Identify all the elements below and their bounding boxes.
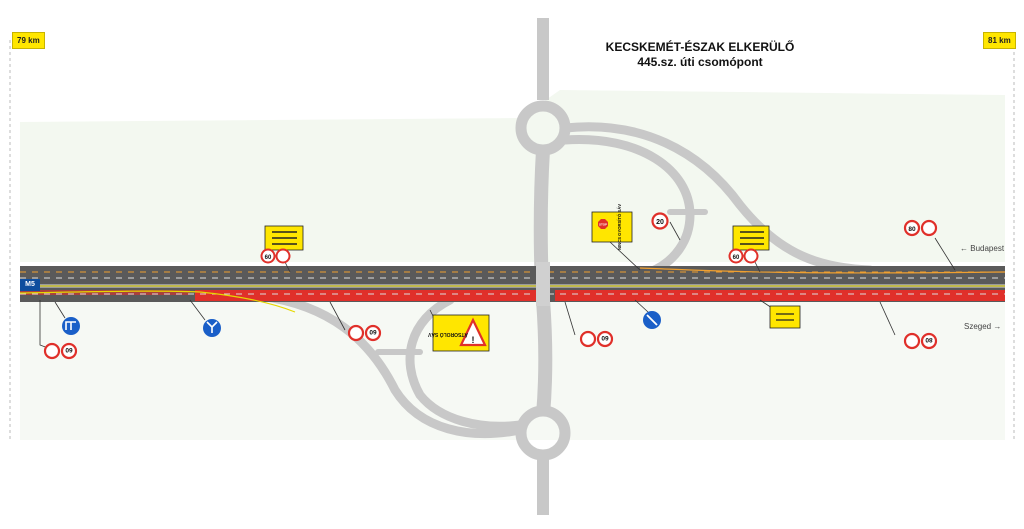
mandatory-direction-icon <box>643 311 661 329</box>
ramp-sw-outer <box>255 291 525 439</box>
shift-line-right <box>639 267 1006 274</box>
speed-limit-value: 60 <box>65 346 73 353</box>
roundabout-south <box>515 405 571 461</box>
ramp-ne-outer <box>560 122 875 275</box>
no-overtaking-icon <box>743 248 759 264</box>
speed-limit-value: 20 <box>656 219 664 226</box>
pointer-blue-3 <box>634 299 649 313</box>
no-overtaking-icon <box>275 248 291 264</box>
roundabout-north <box>515 100 571 156</box>
speed-limit-sign-br: 80 <box>903 332 938 350</box>
pointer-sign-tm <box>754 261 761 273</box>
arrow-right-icon: → <box>991 322 1002 331</box>
km-marker-right: 81 km <box>983 32 1016 49</box>
speed-limit-value: 80 <box>908 226 916 233</box>
km-marker-left: 79 km <box>12 32 45 49</box>
warning-sign: ! ÁTSOROLÓ SÁV <box>427 314 490 352</box>
ramp-ne-inner <box>560 135 695 277</box>
highway-badge: M5 <box>20 279 40 291</box>
speed-limit-sign-ramp: 20 <box>651 212 669 230</box>
direction-szeged: Szeged <box>964 322 992 331</box>
pointer-sign-bm <box>564 301 576 336</box>
pointer-sign-br <box>879 301 896 336</box>
grass-area-bottom <box>20 300 1005 440</box>
motorway-top-carriageway <box>20 266 1005 284</box>
shift-line-left <box>19 290 296 313</box>
stop-sign-text: NINCS GYORSÍTÓ SÁV <box>617 204 622 250</box>
speed-limit-sign-tm: 60 <box>728 248 759 264</box>
bridge-deck <box>536 262 550 306</box>
no-overtaking-icon <box>903 332 921 350</box>
speed-limit-value: 60 <box>733 255 740 261</box>
lane-arrows-sign-icon <box>769 305 801 329</box>
direction-budapest: Budapest <box>970 244 1005 253</box>
stop-icon <box>598 219 608 229</box>
direction-label-bottom: Szeged → <box>964 322 1001 331</box>
ramp-sw-inner <box>405 295 525 431</box>
direction-label-top: ← Budapest <box>960 244 1004 253</box>
speed-limit-value: 80 <box>925 336 933 343</box>
no-overtaking-icon <box>579 330 597 348</box>
warning-triangle-icon <box>459 317 487 347</box>
svg-text:!: ! <box>472 335 475 345</box>
pointer-blue-2 <box>189 299 206 321</box>
pointer-sign-bml <box>329 301 346 331</box>
speed-limit-sign-bl: 60 <box>43 342 78 360</box>
title-line-1: KECSKEMÉT-ÉSZAK ELKERÜLŐ <box>605 40 795 54</box>
closed-lane-left <box>195 290 540 301</box>
warning-sign-text: ÁTSOROLÓ SÁV <box>427 331 468 339</box>
lane-arrows-sign-icon <box>732 225 770 251</box>
mandatory-direction-icon <box>203 319 221 337</box>
speed-limit-sign-tl: 60 <box>260 248 291 264</box>
no-overtaking-icon <box>347 324 365 342</box>
speed-limit-sign-tr: 80 <box>903 219 938 237</box>
no-overtaking-icon <box>920 219 938 237</box>
pointer-sign-tl <box>284 261 291 273</box>
no-overtaking-icon <box>43 342 61 360</box>
speed-limit-value: 60 <box>601 334 609 341</box>
closed-lane-right <box>555 290 1005 301</box>
speed-limit-value: 60 <box>369 328 377 335</box>
speed-limit-sign-bm: 60 <box>579 330 614 348</box>
speed-limit-value: 60 <box>265 255 272 261</box>
closed-lane-start <box>20 290 190 295</box>
grass-area-top <box>20 90 1005 262</box>
mandatory-direction-icon <box>62 317 80 335</box>
pointer-stop <box>609 241 641 271</box>
speed-limit-sign-bml: 60 <box>347 324 382 342</box>
page-title: KECSKEMÉT-ÉSZAK ELKERÜLŐ 445.sz. úti cso… <box>590 40 810 70</box>
pointer-sign-tr <box>934 237 956 271</box>
pointer-blue-1 <box>54 301 66 319</box>
stop-sign-panel: STOP NINCS GYORSÍTÓ SÁV <box>591 204 633 250</box>
lane-arrows-sign-icon <box>264 225 304 251</box>
arrow-left-icon: ← <box>960 244 971 253</box>
pointer-sign-ramp <box>669 221 681 241</box>
stop-sign-label: STOP <box>599 223 607 227</box>
title-line-2: 445.sz. úti csomópont <box>637 55 763 69</box>
